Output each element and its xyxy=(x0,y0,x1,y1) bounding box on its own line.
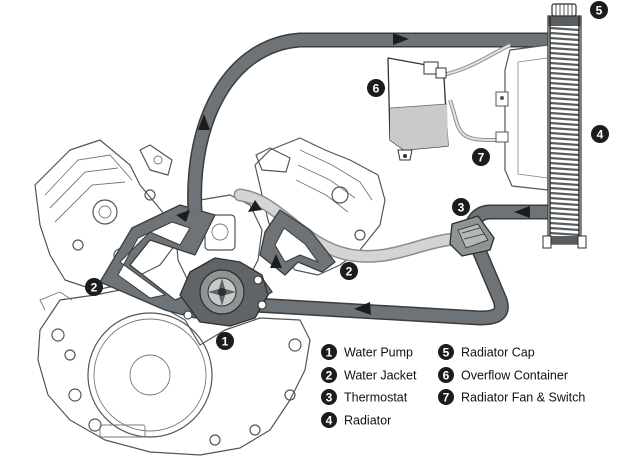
svg-text:1: 1 xyxy=(222,335,229,349)
legend: 1 Water Pump 2 Water Jacket 3 Thermostat… xyxy=(321,344,585,428)
radiator-fin xyxy=(549,111,580,117)
radiator-fin xyxy=(549,226,580,232)
radiator-fin xyxy=(549,41,580,47)
radiator-fin xyxy=(549,216,580,222)
radiator-fin xyxy=(549,56,580,62)
radiator-fin xyxy=(549,171,580,177)
legend-item-overflow-container: 6 Overflow Container xyxy=(438,367,568,383)
radiator-fin xyxy=(549,86,580,92)
svg-text:5: 5 xyxy=(596,4,603,18)
legend-item-thermostat: 3 Thermostat xyxy=(321,389,408,405)
flow-arrow-icon xyxy=(248,200,262,212)
svg-text:2: 2 xyxy=(91,281,98,295)
radiator-fin xyxy=(549,141,580,147)
svg-text:Thermostat: Thermostat xyxy=(344,391,408,405)
svg-text:7: 7 xyxy=(443,391,450,405)
callout-4-icon: 4 xyxy=(591,125,609,143)
radiator-fin xyxy=(549,36,580,42)
radiator-fin xyxy=(549,106,580,112)
radiator-fin xyxy=(549,136,580,142)
svg-text:3: 3 xyxy=(458,201,465,215)
radiator-fin xyxy=(549,61,580,67)
svg-text:Radiator Cap: Radiator Cap xyxy=(461,346,535,360)
radiator-fin xyxy=(549,116,580,122)
radiator-fin xyxy=(549,126,580,132)
thermostat-to-jacket-hose xyxy=(233,188,472,263)
radiator-fins xyxy=(549,26,580,237)
radiator-fin xyxy=(549,196,580,202)
callout-2-left-icon: 2 xyxy=(85,278,103,296)
radiator-fin xyxy=(549,121,580,127)
legend-item-water-pump: 1 Water Pump xyxy=(321,344,413,360)
callout-5-icon: 5 xyxy=(590,1,608,19)
flow-arrow-icon xyxy=(393,33,409,45)
radiator-fin xyxy=(549,31,580,37)
svg-text:6: 6 xyxy=(443,369,450,383)
radiator-fin xyxy=(549,146,580,152)
radiator-fin xyxy=(549,91,580,97)
svg-text:2: 2 xyxy=(346,265,353,279)
radiator-fin xyxy=(549,191,580,197)
svg-text:3: 3 xyxy=(326,391,333,405)
radiator-fin xyxy=(549,186,580,192)
svg-text:5: 5 xyxy=(443,346,450,360)
radiator-fin xyxy=(549,166,580,172)
svg-text:7: 7 xyxy=(478,151,485,165)
radiator-fin xyxy=(549,156,580,162)
svg-text:Water Pump: Water Pump xyxy=(344,346,413,360)
svg-text:Radiator: Radiator xyxy=(344,414,391,428)
radiator-fin xyxy=(549,66,580,72)
callout-2-right-icon: 2 xyxy=(340,262,358,280)
radiator-fin xyxy=(549,181,580,187)
legend-item-water-jacket: 2 Water Jacket xyxy=(321,367,417,383)
flow-arrow-icon xyxy=(198,114,210,130)
radiator-cap xyxy=(551,3,577,17)
svg-text:4: 4 xyxy=(597,128,604,142)
radiator-fin xyxy=(549,131,580,137)
radiator-fin xyxy=(549,161,580,167)
radiator-fin xyxy=(549,151,580,157)
thermostat-housing xyxy=(449,215,495,257)
radiator-fin xyxy=(549,26,580,32)
callout-7-icon: 7 xyxy=(472,148,490,166)
radiator-fin xyxy=(549,101,580,107)
radiator-fin xyxy=(549,46,580,52)
radiator-fin xyxy=(549,71,580,77)
radiator xyxy=(542,15,587,249)
jacket-to-radiator-hose xyxy=(187,32,548,213)
legend-item-radiator: 4 Radiator xyxy=(321,412,391,428)
overflow-container xyxy=(387,43,540,161)
flow-arrow-icon xyxy=(176,210,190,222)
svg-text:Radiator Fan & Switch: Radiator Fan & Switch xyxy=(461,391,585,405)
svg-text:6: 6 xyxy=(373,82,380,96)
water-pump xyxy=(179,257,269,327)
flow-arrow-icon xyxy=(270,254,282,268)
callout-3-icon: 3 xyxy=(452,198,470,216)
radiator-fin xyxy=(549,51,580,57)
radiator-fin xyxy=(549,96,580,102)
radiator-fin xyxy=(549,206,580,212)
radiator-fin xyxy=(549,176,580,182)
radiator-fin xyxy=(549,231,580,237)
flow-arrows xyxy=(176,33,530,315)
svg-text:Water Jacket: Water Jacket xyxy=(344,369,417,383)
radiator-fin xyxy=(549,76,580,82)
svg-text:Overflow Container: Overflow Container xyxy=(461,369,568,383)
svg-text:4: 4 xyxy=(326,414,333,428)
radiator-fin xyxy=(549,211,580,217)
callout-6-icon: 6 xyxy=(367,79,385,97)
legend-item-radiator-fan-switch: 7 Radiator Fan & Switch xyxy=(438,389,585,405)
callouts: 1 2 2 3 4 5 6 7 xyxy=(85,1,609,350)
callout-1-icon: 1 xyxy=(216,332,234,350)
flow-arrow-icon xyxy=(354,302,371,315)
radiator-fin xyxy=(549,81,580,87)
svg-text:2: 2 xyxy=(326,369,333,383)
svg-text:1: 1 xyxy=(326,346,333,360)
radiator-fan xyxy=(495,44,549,191)
legend-item-radiator-cap: 5 Radiator Cap xyxy=(438,344,535,360)
flow-arrow-icon xyxy=(514,206,530,218)
radiator-fin xyxy=(549,201,580,207)
radiator-fin xyxy=(549,221,580,227)
